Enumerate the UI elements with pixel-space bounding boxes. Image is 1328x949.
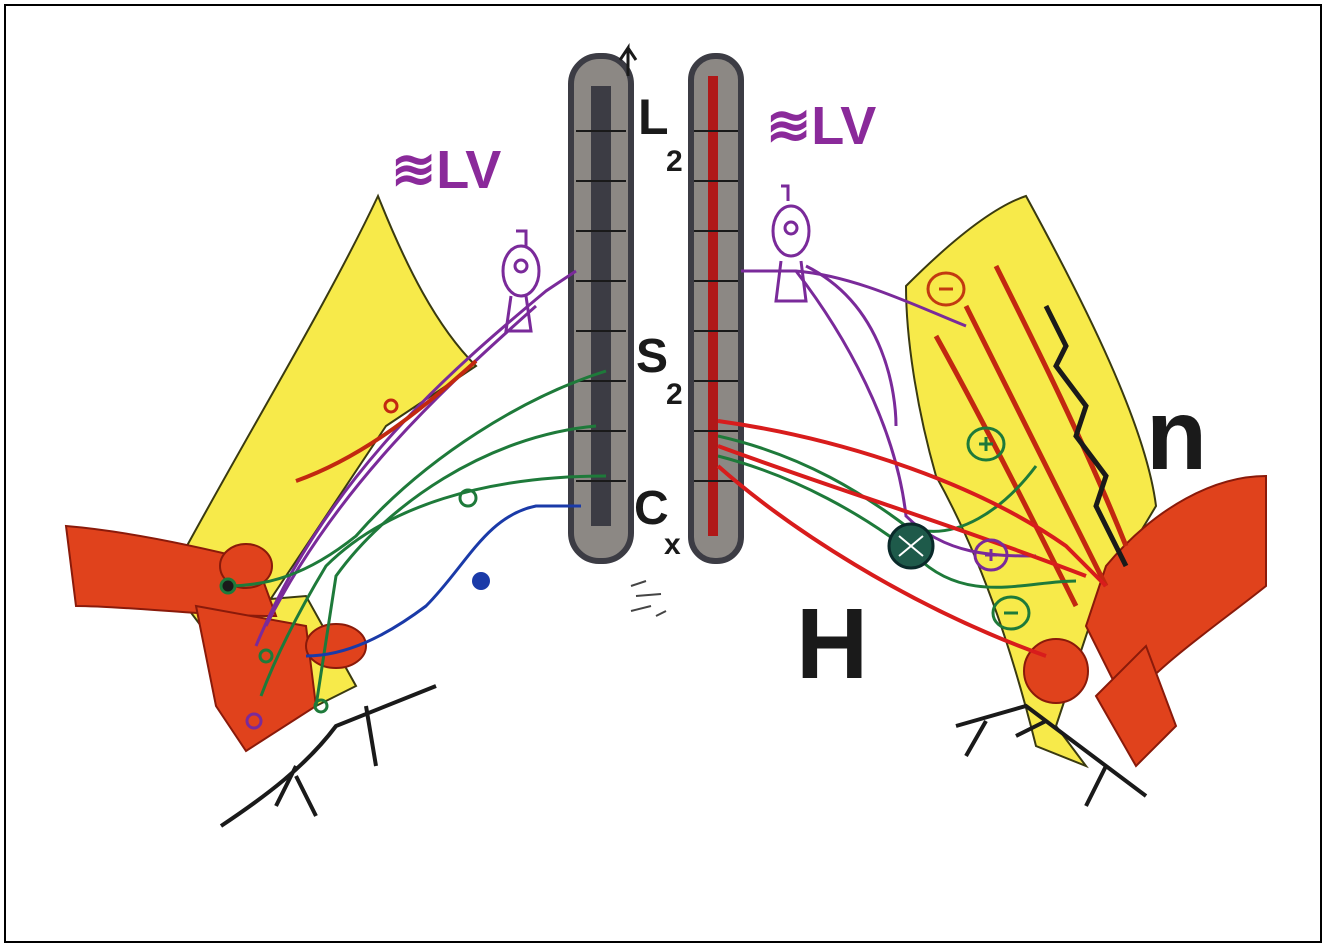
- c-segment-subscript: x: [664, 528, 681, 561]
- small-annotation-scribble: [631, 581, 666, 616]
- right-limb: [906, 196, 1266, 806]
- right-cord-core: [708, 76, 718, 536]
- h-label: H: [796, 588, 868, 700]
- left-cord-core: [591, 86, 611, 526]
- figure-frame: ≋LV ≋LV L 2 S 2 C x H n: [4, 4, 1322, 943]
- left-node-a: [221, 579, 235, 593]
- s-segment-label: S: [636, 330, 668, 383]
- right-lv-label: ≋LV: [766, 96, 876, 156]
- right-spinal-column: [691, 56, 741, 561]
- l-segment-subscript: 2: [666, 145, 683, 178]
- left-lv-label: ≋LV: [391, 140, 501, 200]
- right-purple-path-c: [806, 266, 896, 426]
- left-lv-neuron: [503, 231, 539, 331]
- left-blue-node: [472, 572, 490, 590]
- left-limb: [66, 196, 476, 826]
- s-segment-subscript: 2: [666, 378, 683, 411]
- right-muscle-knot: [1024, 639, 1088, 703]
- left-spinal-column: [571, 48, 636, 561]
- l-segment-label: L: [638, 89, 669, 145]
- reflex-diagram: ≋LV ≋LV L 2 S 2 C x H n: [6, 6, 1320, 941]
- right-lv-neuron: [773, 186, 809, 301]
- n-label: n: [1146, 379, 1207, 491]
